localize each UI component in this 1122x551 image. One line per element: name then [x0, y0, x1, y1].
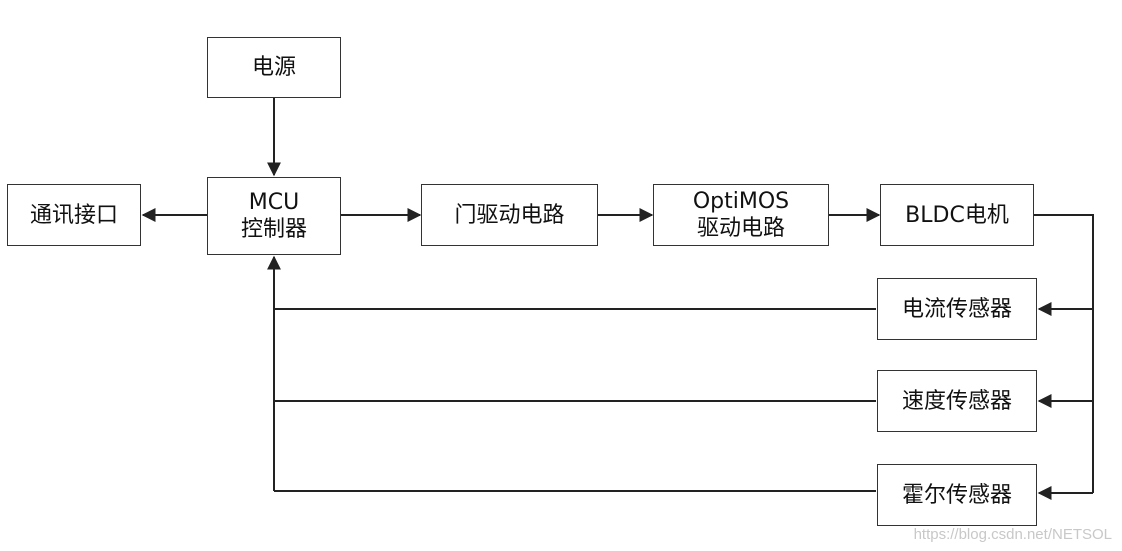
comm-interface-box: 通讯接口	[7, 184, 141, 246]
watermark-url: https://blog.csdn.net/NETSOL	[913, 526, 1112, 543]
gate-driver-box: 门驱动电路	[421, 184, 598, 246]
power-label: 电源	[251, 55, 296, 80]
bus-bldc-out	[1034, 214, 1094, 493]
optimos-label-line1: OptiMOS	[692, 189, 790, 214]
mcu-label-line2: 控制器	[240, 217, 307, 242]
bldc-motor-box: BLDC电机	[880, 184, 1034, 246]
optimos-box: OptiMOS 驱动电路	[653, 184, 829, 246]
speed-sensor-label: 速度传感器	[901, 388, 1012, 414]
hall-sensor-label: 霍尔传感器	[901, 482, 1012, 508]
bldc-motor-label: BLDC电机	[905, 202, 1009, 228]
speed-sensor-box: 速度传感器	[877, 370, 1037, 432]
current-sensor-box: 电流传感器	[877, 278, 1037, 340]
mcu-box: MCU 控制器	[207, 177, 341, 255]
comm-interface-label: 通讯接口	[29, 202, 118, 228]
gate-driver-label: 门驱动电路	[454, 202, 565, 228]
power-box: 电源	[207, 37, 341, 98]
current-sensor-label: 电流传感器	[901, 296, 1012, 322]
hall-sensor-box: 霍尔传感器	[877, 464, 1037, 526]
mcu-label-line1: MCU	[248, 190, 300, 215]
optimos-label-line2: 驱动电路	[696, 216, 785, 241]
